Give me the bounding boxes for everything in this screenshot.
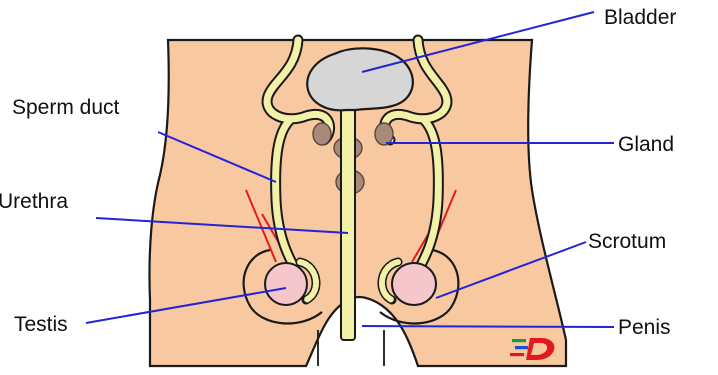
urethra-tube [341,100,355,340]
label-scrotum: Scrotum [588,230,666,253]
label-penis: Penis [618,316,671,339]
label-bladder: Bladder [604,6,676,29]
pointer-penis [362,326,614,327]
label-sperm-duct: Sperm duct [12,96,120,119]
label-testis: Testis [14,313,68,336]
label-urethra: Urethra [0,190,68,213]
label-gland: Gland [618,133,674,156]
